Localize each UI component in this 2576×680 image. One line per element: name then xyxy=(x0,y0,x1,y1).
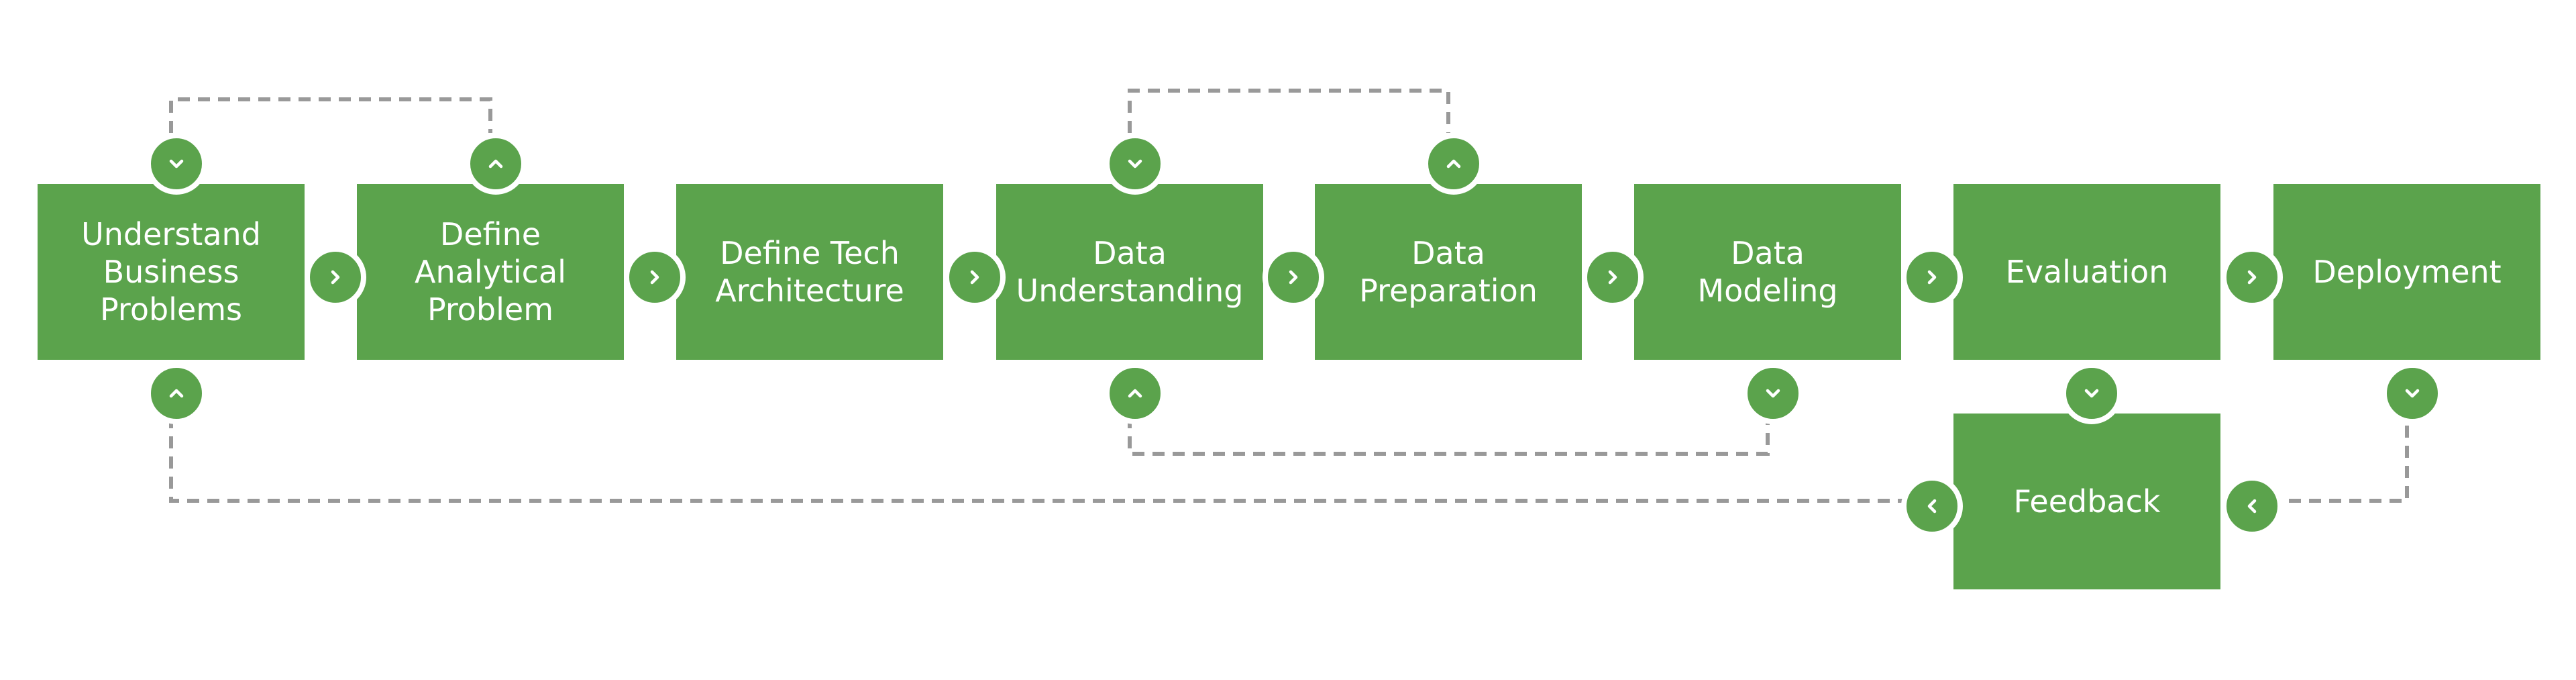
chevron-right-icon xyxy=(305,246,366,308)
chevron-right-icon xyxy=(1901,246,1963,308)
step-label: Define Analytical Problem xyxy=(415,216,566,328)
chevron-down-icon xyxy=(146,133,207,195)
chevron-right-icon xyxy=(1263,246,1324,308)
step-understand-business-problems[interactable]: Understand Business Problems xyxy=(38,184,305,360)
step-label: Data Understanding xyxy=(1016,235,1244,309)
step-label: Evaluation xyxy=(2005,254,2169,290)
step-feedback[interactable]: Feedback xyxy=(1953,414,2220,589)
step-evaluation[interactable]: Evaluation xyxy=(1953,184,2220,360)
chevron-right-icon xyxy=(944,246,1006,308)
step-data-understanding[interactable]: Data Understanding xyxy=(996,184,1263,360)
chevron-right-icon xyxy=(624,246,686,308)
step-label: Data Modeling xyxy=(1697,235,1838,309)
chevron-down-icon xyxy=(2381,362,2443,424)
step-label: Deployment xyxy=(2312,254,2502,290)
step-define-analytical-problem[interactable]: Define Analytical Problem xyxy=(357,184,624,360)
loop-line-understand-define xyxy=(169,97,492,133)
chevron-left-icon xyxy=(2221,475,2283,537)
step-label: Understand Business Problems xyxy=(81,216,261,328)
loop-line-feedback-understand xyxy=(169,416,1910,503)
loop-line-modeling-understanding xyxy=(1128,416,1770,456)
step-data-preparation[interactable]: Data Preparation xyxy=(1315,184,1582,360)
step-label: Feedback xyxy=(2013,483,2161,520)
chevron-down-icon xyxy=(1104,133,1166,195)
step-label: Data Preparation xyxy=(1359,235,1538,309)
loop-line-understanding-preparation xyxy=(1128,89,1450,133)
chevron-up-icon xyxy=(1104,362,1166,424)
step-data-modeling[interactable]: Data Modeling xyxy=(1634,184,1901,360)
chevron-left-icon xyxy=(1901,475,1963,537)
chevron-up-icon xyxy=(465,133,527,195)
chevron-down-icon xyxy=(2061,362,2123,424)
chevron-right-icon xyxy=(2221,246,2283,308)
step-deployment[interactable]: Deployment xyxy=(2273,184,2540,360)
step-label: Define Tech Architecture xyxy=(715,235,904,309)
chevron-right-icon xyxy=(1582,246,1644,308)
step-define-tech-architecture[interactable]: Define Tech Architecture xyxy=(676,184,943,360)
chevron-up-icon xyxy=(146,362,207,424)
chevron-down-icon xyxy=(1742,362,1804,424)
chevron-up-icon xyxy=(1423,133,1485,195)
